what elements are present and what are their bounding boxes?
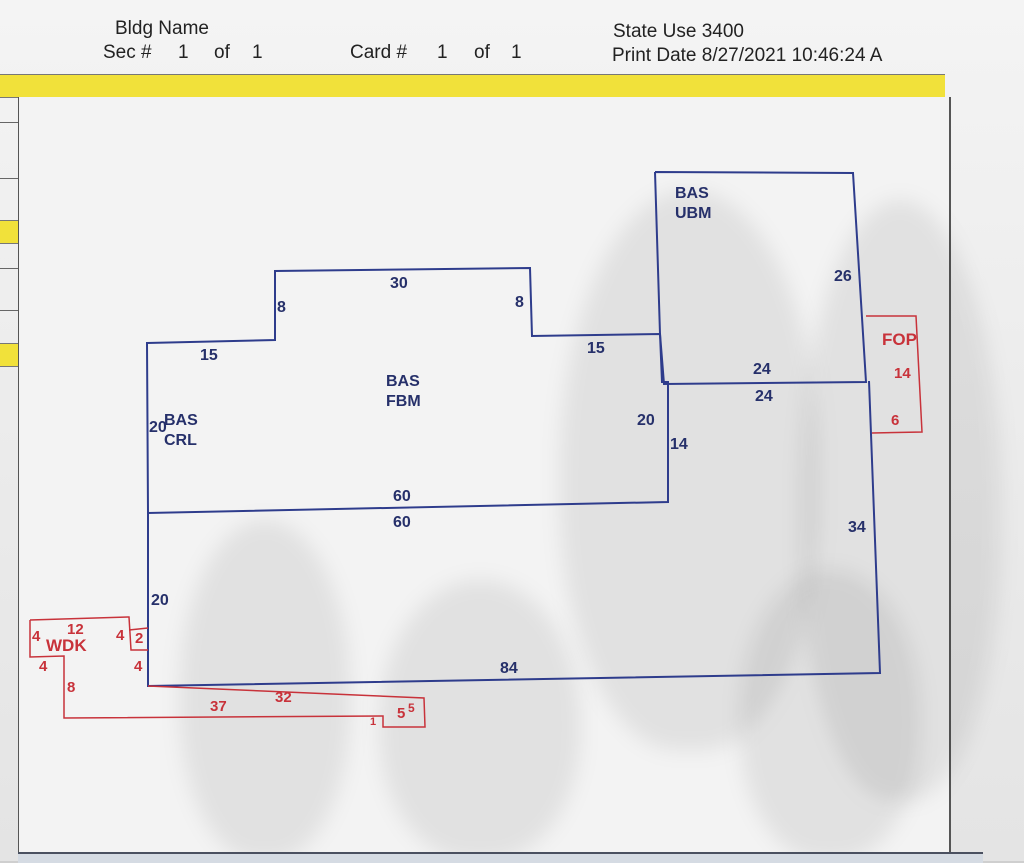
ubm-area-label-line2: UBM	[675, 205, 711, 222]
dim-fbm-20-left: 20	[149, 419, 167, 436]
sec-number: 1	[178, 42, 189, 63]
photo-shadow	[380, 580, 580, 860]
dim-wdk-2: 2	[135, 630, 143, 647]
dim-wdk-32: 32	[275, 689, 292, 706]
left-panel-divider	[0, 310, 18, 311]
photo-shadow	[740, 570, 920, 860]
sketch-frame	[18, 97, 951, 857]
photo-shadow	[180, 520, 350, 860]
dim-wdk-4-left: 4	[32, 628, 41, 645]
dim-fop-6: 6	[891, 412, 899, 429]
bas-ubm-outline	[654, 171, 868, 386]
dim-wdk-4-right: 4	[116, 627, 125, 644]
dim-left-step-8: 8	[277, 299, 286, 316]
print-date: Print Date 8/27/2021 10:46:24 A	[612, 45, 883, 66]
bottom-border	[18, 852, 983, 863]
state-use: State Use 3400	[613, 21, 744, 42]
dim-fbm-20-right: 20	[637, 412, 655, 429]
bas-crl-outline	[147, 380, 882, 688]
photo-shadow	[560, 190, 820, 750]
fop-outline	[866, 315, 923, 434]
dim-wdk-12: 12	[67, 621, 84, 638]
dim-wdk-4-bottom-left: 4	[39, 658, 48, 675]
dim-wdk-1: 1	[370, 716, 376, 728]
dim-ubm-26: 26	[834, 268, 852, 285]
fbm-area-label-line2: FBM	[386, 393, 421, 410]
bldg-name-label: Bldg Name	[115, 18, 209, 39]
left-panel-band	[0, 343, 18, 367]
dim-wdk-5a: 5	[397, 705, 405, 722]
dim-right-15: 15	[587, 340, 605, 357]
dim-fop-14: 14	[894, 365, 911, 382]
crl-area-label-line2: CRL	[164, 432, 197, 449]
left-panel-band	[0, 220, 18, 244]
dim-wdk-37: 37	[210, 698, 227, 715]
sec-label: Sec #	[103, 42, 152, 63]
dim-top-30: 30	[390, 275, 408, 292]
ubm-area-label-line1: BAS	[675, 185, 709, 202]
card-total: 1	[511, 42, 522, 63]
dim-ubm-24-top: 24	[753, 361, 771, 378]
dim-ubm-14: 14	[670, 436, 688, 453]
wdk-step	[128, 627, 149, 631]
dim-wdk-8: 8	[67, 679, 75, 696]
photo-shadow	[800, 200, 1000, 800]
dim-right-step-8: 8	[515, 294, 524, 311]
dim-ubm-24-bottom: 24	[755, 388, 773, 405]
card-label: Card #	[350, 42, 408, 63]
sec-total: 1	[252, 42, 263, 63]
bas-fbm-outline	[145, 266, 669, 515]
card-number: 1	[437, 42, 448, 63]
dim-crl-84: 84	[500, 660, 518, 677]
dim-crl-34: 34	[848, 519, 866, 536]
dim-crl-60: 60	[393, 514, 411, 531]
dim-wdk-5b: 5	[408, 701, 415, 715]
card-of: of	[474, 42, 490, 63]
dim-wdk-4-bottom-right: 4	[134, 658, 143, 675]
dim-left-15: 15	[200, 347, 218, 364]
fbm-area-label-line1: BAS	[386, 373, 420, 390]
wdk-area-label: WDK	[46, 636, 87, 655]
fop-area-label: FOP	[882, 330, 917, 349]
left-panel-divider	[0, 122, 18, 123]
left-panel-divider	[0, 178, 18, 179]
dim-fbm-60: 60	[393, 488, 411, 505]
sec-of: of	[214, 42, 230, 63]
dim-crl-20: 20	[151, 592, 169, 609]
left-panel-divider	[0, 268, 18, 269]
wdk-outline	[29, 616, 426, 728]
crl-area-label-line1: BAS	[164, 412, 198, 429]
